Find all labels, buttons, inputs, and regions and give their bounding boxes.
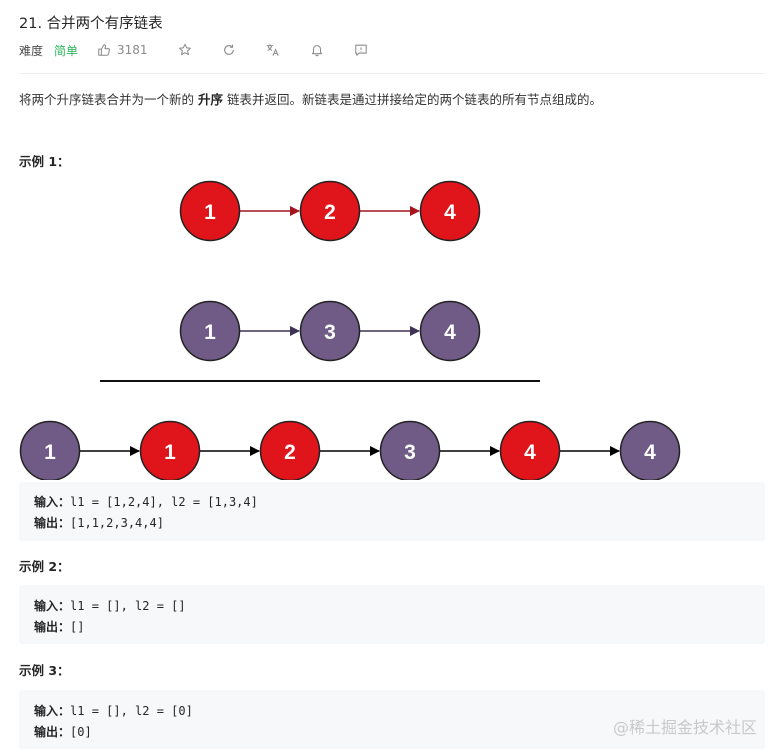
description-text-1: 将两个升序链表合并为一个新的 [19, 92, 198, 107]
output-label: 输出： [34, 516, 71, 530]
node-value: 2 [284, 441, 296, 464]
node-value: 3 [324, 321, 336, 344]
refresh-icon [223, 44, 234, 55]
divider [19, 73, 765, 74]
list2-node: 1 [179, 300, 241, 362]
feedback-icon [354, 44, 367, 56]
input-value: l1 = [1,2,4], l2 = [1,3,4] [70, 495, 258, 509]
node-value: 4 [644, 441, 656, 464]
input-value: l1 = [], l2 = [] [70, 599, 186, 613]
node-value: 3 [404, 441, 416, 464]
example-1-input-line: 输入：l1 = [1,2,4], l2 = [1,3,4] [34, 493, 258, 510]
list2-node: 3 [299, 300, 361, 362]
output-value: [1,1,2,3,4,4] [70, 516, 164, 530]
bell-icon [311, 45, 322, 57]
merged-node: 1 [139, 420, 201, 480]
example-1-title: 示例 1： [19, 154, 70, 169]
merged-node: 2 [259, 420, 321, 480]
node-value: 2 [324, 201, 336, 224]
example-2-title: 示例 2： [19, 559, 70, 574]
difficulty-label: 难度 [19, 43, 44, 58]
list1-node: 4 [419, 180, 481, 242]
node-value: 4 [524, 441, 536, 464]
like-count: 3181 [117, 43, 148, 57]
output-value: [] [70, 620, 85, 634]
feedback-button[interactable] [352, 41, 370, 59]
translate-icon [266, 44, 279, 56]
list1-node: 2 [299, 180, 361, 242]
output-label: 输出： [34, 725, 71, 739]
problem-description: 将两个升序链表合并为一个新的 升序 链表并返回。新链表是通过拼接给定的两个链表的… [19, 89, 602, 108]
input-label: 输入： [34, 599, 71, 613]
star-icon [178, 43, 191, 56]
input-label: 输入： [34, 704, 71, 718]
merged-node: 4 [619, 420, 681, 480]
input-label: 输入： [34, 495, 71, 509]
example-2-input-line: 输入：l1 = [], l2 = [] [34, 597, 186, 614]
description-text-2: 链表并返回。新链表是通过拼接给定的两个链表的所有节点组成的。 [223, 92, 602, 107]
example-2-output-line: 输出：[] [34, 618, 84, 635]
merged-node: 4 [499, 420, 561, 480]
example-3-code-block: 输入：l1 = [], l2 = [0] 输出：[0] [19, 690, 765, 749]
thumbs-up-icon [98, 44, 111, 56]
description-bold: 升序 [197, 92, 223, 107]
example-3-output-line: 输出：[0] [34, 723, 92, 740]
node-value: 1 [204, 201, 216, 224]
difficulty-badge: 简单 [54, 43, 79, 58]
favorite-button[interactable] [176, 41, 194, 59]
node-value: 1 [164, 441, 176, 464]
output-label: 输出： [34, 620, 71, 634]
node-value: 1 [44, 441, 56, 464]
node-value: 1 [204, 321, 216, 344]
merged-node: 1 [19, 420, 81, 480]
like-button[interactable]: 3181 [97, 43, 148, 57]
notification-button[interactable] [308, 41, 326, 59]
watermark: @稀土掘金技术社区 [612, 718, 757, 737]
example-1-code-block: 输入：l1 = [1,2,4], l2 = [1,3,4] 输出：[1,1,2,… [19, 482, 765, 541]
merge-diagram: 1 2 4 1 3 4 1 1 2 3 4 4 [19, 180, 681, 480]
refresh-button[interactable] [220, 41, 238, 59]
example-3-title: 示例 3： [19, 663, 70, 678]
node-value: 4 [444, 201, 456, 224]
example-3-input-line: 输入：l1 = [], l2 = [0] [34, 702, 193, 719]
example-2-code-block: 输入：l1 = [], l2 = [] 输出：[] [19, 585, 765, 644]
problem-meta: 难度 简单 3181 [19, 40, 370, 60]
list1-node: 1 [179, 180, 241, 242]
output-value: [0] [70, 725, 92, 739]
example-1-output-line: 输出：[1,1,2,3,4,4] [34, 514, 164, 531]
merged-node: 3 [379, 420, 441, 480]
node-value: 4 [444, 321, 456, 344]
input-value: l1 = [], l2 = [0] [70, 704, 193, 718]
list2-node: 4 [419, 300, 481, 362]
problem-title: 21. 合并两个有序链表 [19, 16, 163, 32]
translate-button[interactable] [264, 41, 282, 59]
